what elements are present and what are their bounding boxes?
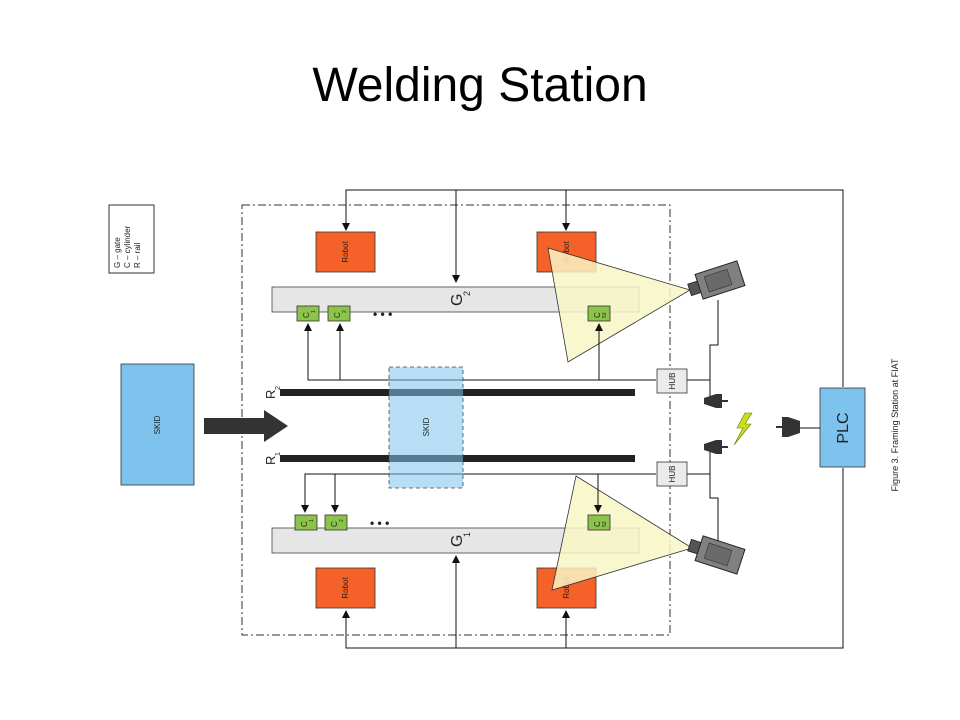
hub-bottom-wires [301,473,656,513]
svg-text:PLC: PLC [835,412,852,443]
legend-item-cylinder: C – cylinder [123,225,132,268]
rail-bottom-label: R [263,456,278,465]
sensor-beam-bottom [551,475,693,591]
slide-title: Welding Station [312,59,648,112]
svg-text:HUB: HUB [668,373,677,390]
robot-bottom-left: Robot [315,567,376,609]
legend-item-rail: R – rail [133,242,142,268]
lightning-icon [733,412,753,446]
svg-text:G: G [449,294,466,306]
skid-in-station: SKID [388,366,464,489]
antenna-top-icon [704,394,728,408]
cylinders-ellipsis-top: • • • [373,307,392,321]
svg-text:1: 1 [311,310,317,313]
svg-text:C: C [330,521,339,527]
svg-text:C: C [300,521,309,527]
svg-text:C: C [593,521,602,527]
hub-top-wires [304,323,656,381]
feed-arrow [204,410,288,442]
svg-text:Robot: Robot [562,241,571,263]
camera-top-icon [687,260,746,300]
cylinder-top-53: C 53 [587,305,611,322]
hub-top: HUB [656,368,688,394]
svg-text:C: C [302,312,311,318]
cylinders-ellipsis-bottom: • • • [370,516,389,530]
rail-top-label: R [263,390,278,399]
svg-text:C: C [333,312,342,318]
skid-incoming: SKID [120,363,195,486]
antenna-plc-icon [776,417,800,437]
svg-text:HUB: HUB [668,466,677,483]
bottom-control-wires [342,468,844,649]
svg-text:G: G [449,535,466,547]
cylinder-bottom-1: C 1 [294,514,318,531]
plc-box: PLC [819,387,866,468]
legend: G – gate C – cylinder R – rail [108,204,155,274]
svg-text:SKID: SKID [153,415,162,434]
hub-bottom: HUB [656,461,688,487]
svg-text:Robot: Robot [562,577,571,599]
svg-text:53: 53 [602,312,608,318]
figure-caption: Figure 3. Framing Station at FIAT [890,358,900,491]
svg-text:2: 2 [275,386,282,390]
svg-text:SKID: SKID [422,417,431,436]
robot-top-left: Robot [315,231,376,273]
svg-text:2: 2 [342,310,348,313]
svg-text:2: 2 [339,519,345,522]
svg-text:53: 53 [602,521,608,527]
svg-text:1: 1 [462,532,472,537]
camera-bottom-icon [687,535,746,575]
cylinder-bottom-53: C 53 [587,514,611,531]
antenna-bottom-icon [704,440,728,454]
svg-text:1: 1 [309,519,315,522]
top-control-wires [342,189,844,387]
svg-text:Robot: Robot [341,577,350,599]
svg-text:C: C [593,312,602,318]
legend-item-gate: G – gate [113,237,122,268]
svg-text:2: 2 [462,291,472,296]
sensor-beam-top [547,247,691,363]
sensor-wires [687,300,820,545]
cylinder-top-2: C 2 [327,305,351,322]
cylinder-bottom-2: C 2 [324,514,348,531]
svg-text:Robot: Robot [341,241,350,263]
svg-text:1: 1 [275,452,282,456]
cylinder-top-1: C 1 [296,305,320,322]
